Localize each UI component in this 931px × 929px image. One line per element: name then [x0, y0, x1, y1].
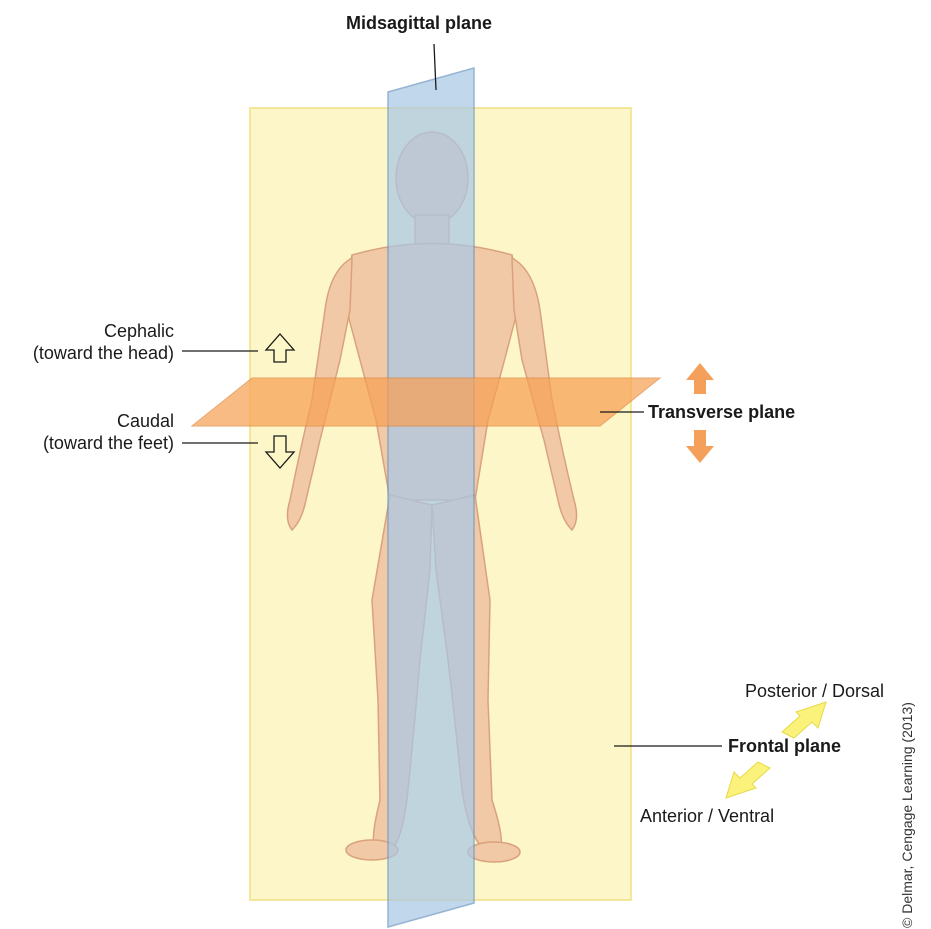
caudal-sublabel: (toward the feet)	[10, 432, 174, 454]
posterior-arrow-icon	[782, 702, 826, 738]
transverse-up-arrow-icon	[686, 363, 714, 394]
midsagittal-label: Midsagittal plane	[346, 12, 492, 34]
frontal-label: Frontal plane	[728, 735, 841, 757]
transverse-plane	[192, 378, 660, 426]
cephalic-label: Cephalic	[10, 320, 174, 342]
anterior-arrow-icon	[726, 762, 770, 798]
caudal-label: Caudal	[10, 410, 174, 432]
midsagittal-plane	[388, 68, 474, 927]
anterior-label: Anterior / Ventral	[640, 805, 774, 827]
transverse-label: Transverse plane	[648, 401, 795, 423]
posterior-label: Posterior / Dorsal	[745, 680, 884, 702]
copyright-credit: © Delmar, Cengage Learning (2013)	[899, 702, 915, 928]
cephalic-sublabel: (toward the head)	[10, 342, 174, 364]
transverse-down-arrow-icon	[686, 430, 714, 463]
